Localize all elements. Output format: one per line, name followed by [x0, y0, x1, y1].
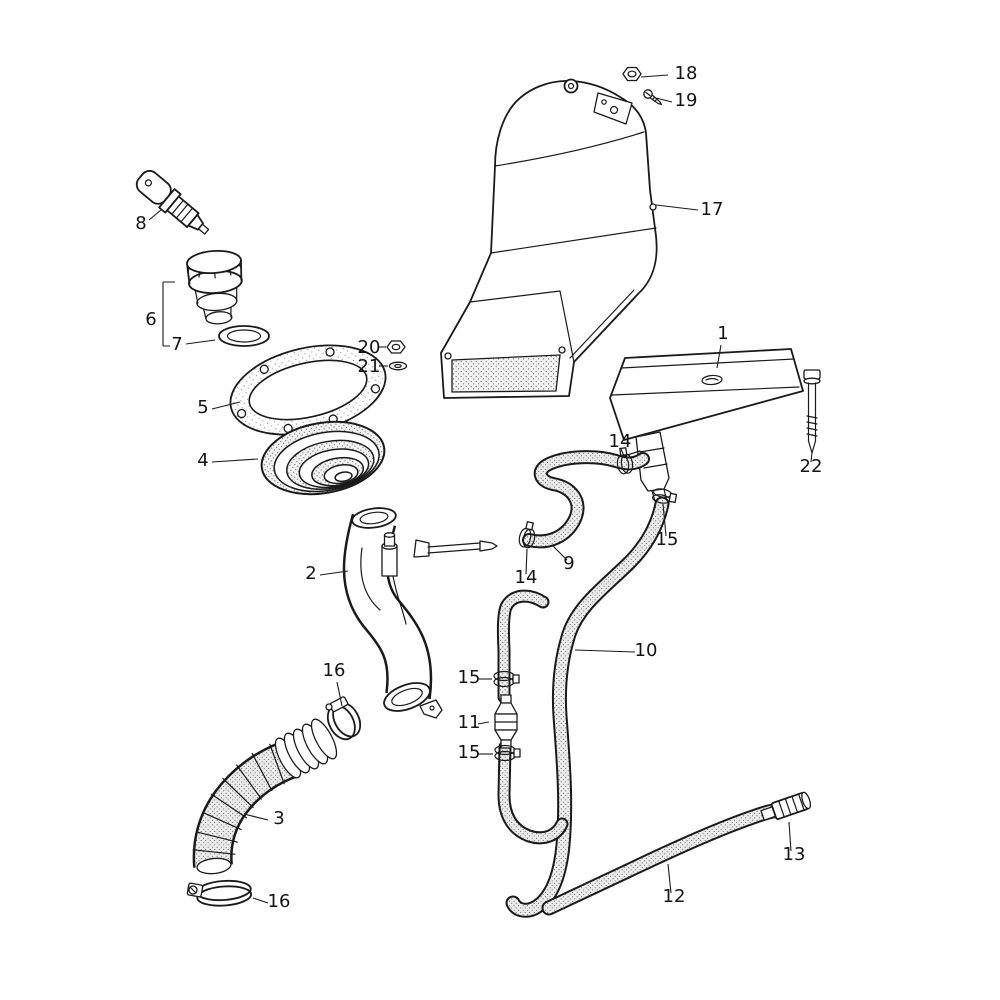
part-10-hose: [505, 496, 670, 918]
callout-11: 11: [458, 712, 481, 733]
part-17-air-duct: [440, 78, 658, 399]
callout-16-upper: 16: [323, 660, 346, 681]
callout-17: 17: [701, 199, 724, 220]
part-18-nut: [622, 66, 642, 82]
callout-18: 18: [675, 63, 698, 84]
callout-12: 12: [663, 886, 686, 907]
callout-6: 6: [145, 309, 156, 330]
callout-14-upper: 14: [609, 431, 632, 452]
part-5-gasket: [229, 344, 387, 436]
part-16-clamp-upper: [325, 696, 362, 741]
part-2-intake-pipe: [342, 507, 498, 719]
part-15-clamp-upper: [493, 670, 520, 688]
part-22-bolt: [803, 369, 821, 454]
part-4-bellows: [260, 420, 386, 496]
valve-hose: [496, 589, 569, 845]
callout-5: 5: [197, 397, 208, 418]
callout-10: 10: [635, 640, 658, 661]
callout-21: 21: [358, 356, 381, 377]
part-15-clamp-right: [651, 488, 678, 504]
callout-15-upper: 15: [458, 667, 481, 688]
callout-3: 3: [273, 808, 284, 829]
part-7-seal-ring: [218, 325, 270, 347]
callout-14-left: 14: [515, 567, 538, 588]
part-11-valve: [494, 694, 518, 749]
callout-4: 4: [197, 450, 208, 471]
callout-9: 9: [563, 553, 574, 574]
part-1-reservoir: [609, 348, 804, 505]
callout-16-lower: 16: [268, 891, 291, 912]
part-14-clamp-left: [518, 521, 536, 549]
part-19-screw: [643, 89, 662, 106]
callout-19: 19: [675, 90, 698, 111]
part-3-corrugated-hose: [192, 718, 338, 875]
callout-labels: 18 19 17 8 6 7 20 21 1 5 4 22 14 15 9 14…: [135, 63, 822, 912]
callout-8: 8: [135, 213, 146, 234]
leader-lines: [148, 74, 813, 904]
callout-15-right: 15: [656, 529, 679, 550]
part-15-clamp-lower: [494, 744, 521, 762]
callout-15-lower: 15: [458, 742, 481, 763]
part-20-nut: [386, 340, 406, 354]
part-16-clamp-lower: [186, 879, 253, 907]
part-9-hose: [522, 450, 650, 549]
callout-2: 2: [305, 563, 316, 584]
part-8-nozzle-valve: [135, 170, 210, 235]
callout-20: 20: [358, 337, 381, 358]
callout-7: 7: [171, 334, 182, 355]
part-13-connector: [760, 791, 812, 821]
part-21-washer: [388, 361, 408, 371]
callout-1: 1: [717, 323, 728, 344]
callout-13: 13: [783, 844, 806, 865]
part-6-cap: [186, 249, 243, 325]
callout-22: 22: [800, 456, 823, 477]
